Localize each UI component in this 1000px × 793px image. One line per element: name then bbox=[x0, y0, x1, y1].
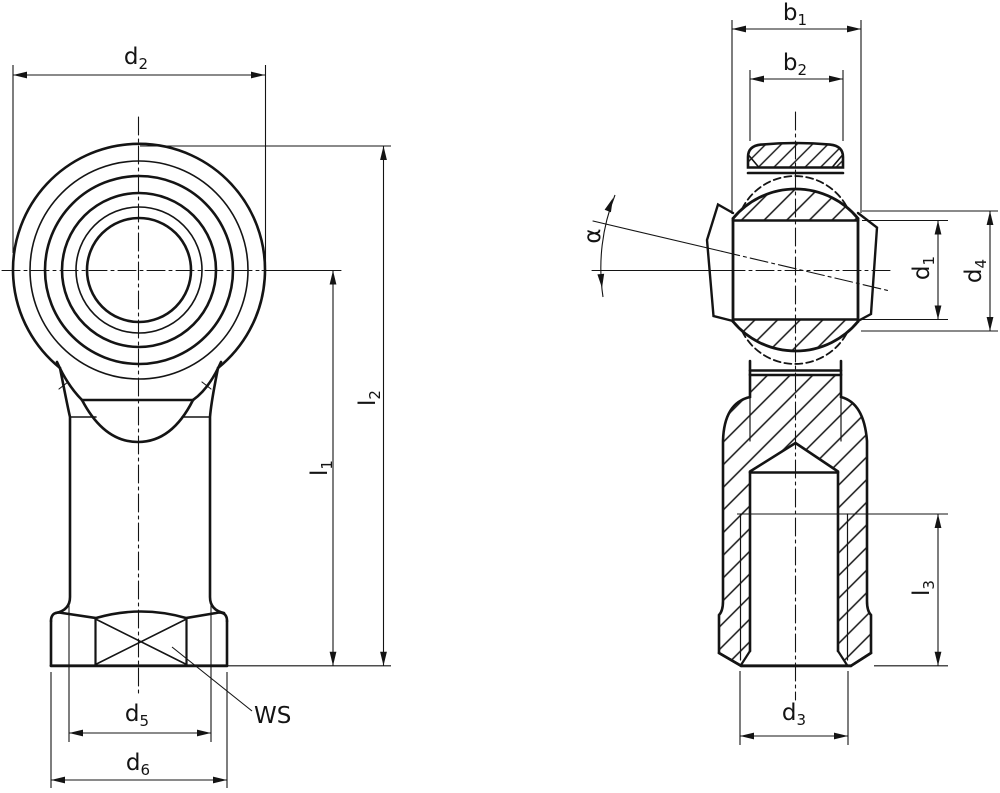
dimension-arrowhead bbox=[329, 270, 337, 285]
outer-ring-circle bbox=[43, 174, 235, 366]
l3-dimension bbox=[737, 513, 948, 667]
neck-left bbox=[54, 366, 72, 615]
shank-bottom-chamfers bbox=[717, 651, 873, 668]
label-d6: d6 bbox=[126, 750, 150, 779]
section-view bbox=[591, 111, 894, 701]
bore-circle bbox=[85, 216, 193, 324]
label-d1: d1 bbox=[909, 256, 938, 280]
neck-fillet-arc bbox=[80, 398, 195, 444]
bore-walls bbox=[748, 471, 840, 653]
tilt-axis-line bbox=[592, 220, 723, 252]
head-outline bbox=[11, 142, 267, 370]
nut-sides bbox=[49, 619, 229, 668]
ball-bottom-hatch bbox=[733, 319, 858, 351]
dimension-arrowhead bbox=[69, 729, 83, 737]
dimension-arrowhead bbox=[834, 732, 848, 740]
label-b1: b1 bbox=[783, 0, 807, 29]
label-d2: d2 bbox=[124, 44, 148, 73]
bore-edges bbox=[731, 219, 860, 321]
front-view bbox=[1, 116, 342, 697]
label-ws: WS bbox=[254, 703, 291, 729]
dimension-arrowhead bbox=[251, 71, 265, 79]
label-d3: d3 bbox=[782, 700, 806, 729]
dimension-arrows bbox=[13, 25, 994, 784]
b1-dimension bbox=[731, 20, 862, 214]
label-l2: l2 bbox=[355, 390, 384, 406]
boss-right bbox=[191, 360, 223, 402]
d1-dimension bbox=[862, 219, 948, 321]
dimension-lines bbox=[12, 20, 998, 788]
dimension-arrowhead bbox=[934, 651, 942, 666]
outer-ring-bottom-stubs bbox=[748, 359, 843, 377]
label-d5: d5 bbox=[125, 701, 149, 730]
wrench-flat-cross bbox=[94, 618, 188, 666]
nut-top bbox=[49, 610, 229, 623]
dimension-arrowhead bbox=[597, 273, 605, 288]
d5-dimension bbox=[68, 605, 212, 742]
dimension-arrowhead bbox=[380, 651, 387, 666]
flare-tangent-lines bbox=[749, 396, 842, 442]
tilt-axis-centerline bbox=[721, 250, 891, 292]
dimension-arrowhead bbox=[604, 198, 613, 213]
thread-major-lines bbox=[739, 513, 849, 661]
label-d4: d4 bbox=[961, 259, 990, 283]
dimension-arrowhead bbox=[13, 71, 27, 79]
dimension-arrowhead bbox=[213, 776, 227, 784]
bore-exit-chamfers bbox=[739, 649, 849, 667]
dimension-arrowhead bbox=[934, 305, 942, 320]
dimension-arrowhead bbox=[934, 514, 942, 528]
neck-right bbox=[208, 366, 226, 615]
dimension-arrowhead bbox=[51, 776, 65, 784]
boss-left bbox=[55, 360, 84, 402]
drill-cone bbox=[748, 441, 840, 473]
ball-circle bbox=[60, 191, 218, 349]
sphere-seat-dashed-bottom bbox=[741, 330, 849, 365]
label-l3: l3 bbox=[909, 580, 938, 596]
ball-bottom-arc bbox=[731, 320, 860, 353]
eye-profile-left bbox=[705, 202, 735, 323]
dimension-arrowhead bbox=[740, 732, 754, 740]
b2-dimension bbox=[749, 70, 844, 141]
head-chamfer-circle bbox=[29, 160, 249, 380]
d3-dimension bbox=[739, 671, 849, 745]
dimension-arrowhead bbox=[847, 25, 861, 33]
dimension-arrowhead bbox=[197, 729, 211, 737]
dimension-arrowhead bbox=[329, 651, 337, 666]
thread-bore-clearing bbox=[741, 443, 847, 665]
nut-face-edges bbox=[94, 616, 188, 667]
dimension-arrowhead bbox=[380, 146, 387, 160]
label-b2: b2 bbox=[783, 50, 807, 79]
dimension-arrowhead bbox=[750, 75, 764, 83]
outer-ring-top-outline bbox=[746, 141, 845, 169]
label-l1: l1 bbox=[307, 460, 336, 476]
sphere-seat-dashed-top bbox=[741, 175, 849, 210]
l2-dimension bbox=[140, 145, 391, 666]
dimension-arrowhead bbox=[829, 75, 843, 83]
ball-side-faces bbox=[731, 217, 860, 323]
d2-dimension bbox=[12, 65, 267, 267]
dimension-arrowhead bbox=[986, 211, 994, 225]
dimension-arrowhead bbox=[986, 317, 994, 331]
bore-chamfer-circle bbox=[75, 206, 203, 334]
ws-leader bbox=[171, 646, 253, 712]
dimension-labels: d2 b1 b2 α d1 d4 l1 l2 l3 d5 WS d6 d3 bbox=[124, 0, 990, 779]
dimension-arrowhead bbox=[732, 25, 746, 33]
d4-dimension bbox=[861, 210, 998, 332]
section-centerlines bbox=[591, 111, 894, 701]
tangent-ticks bbox=[58, 381, 212, 390]
outer-ring-top-chamfers bbox=[747, 154, 844, 169]
eye-profile-right bbox=[856, 211, 879, 323]
dimension-arrowhead bbox=[934, 220, 942, 235]
label-alpha: α bbox=[580, 228, 606, 243]
ball-top-arc bbox=[731, 187, 860, 220]
